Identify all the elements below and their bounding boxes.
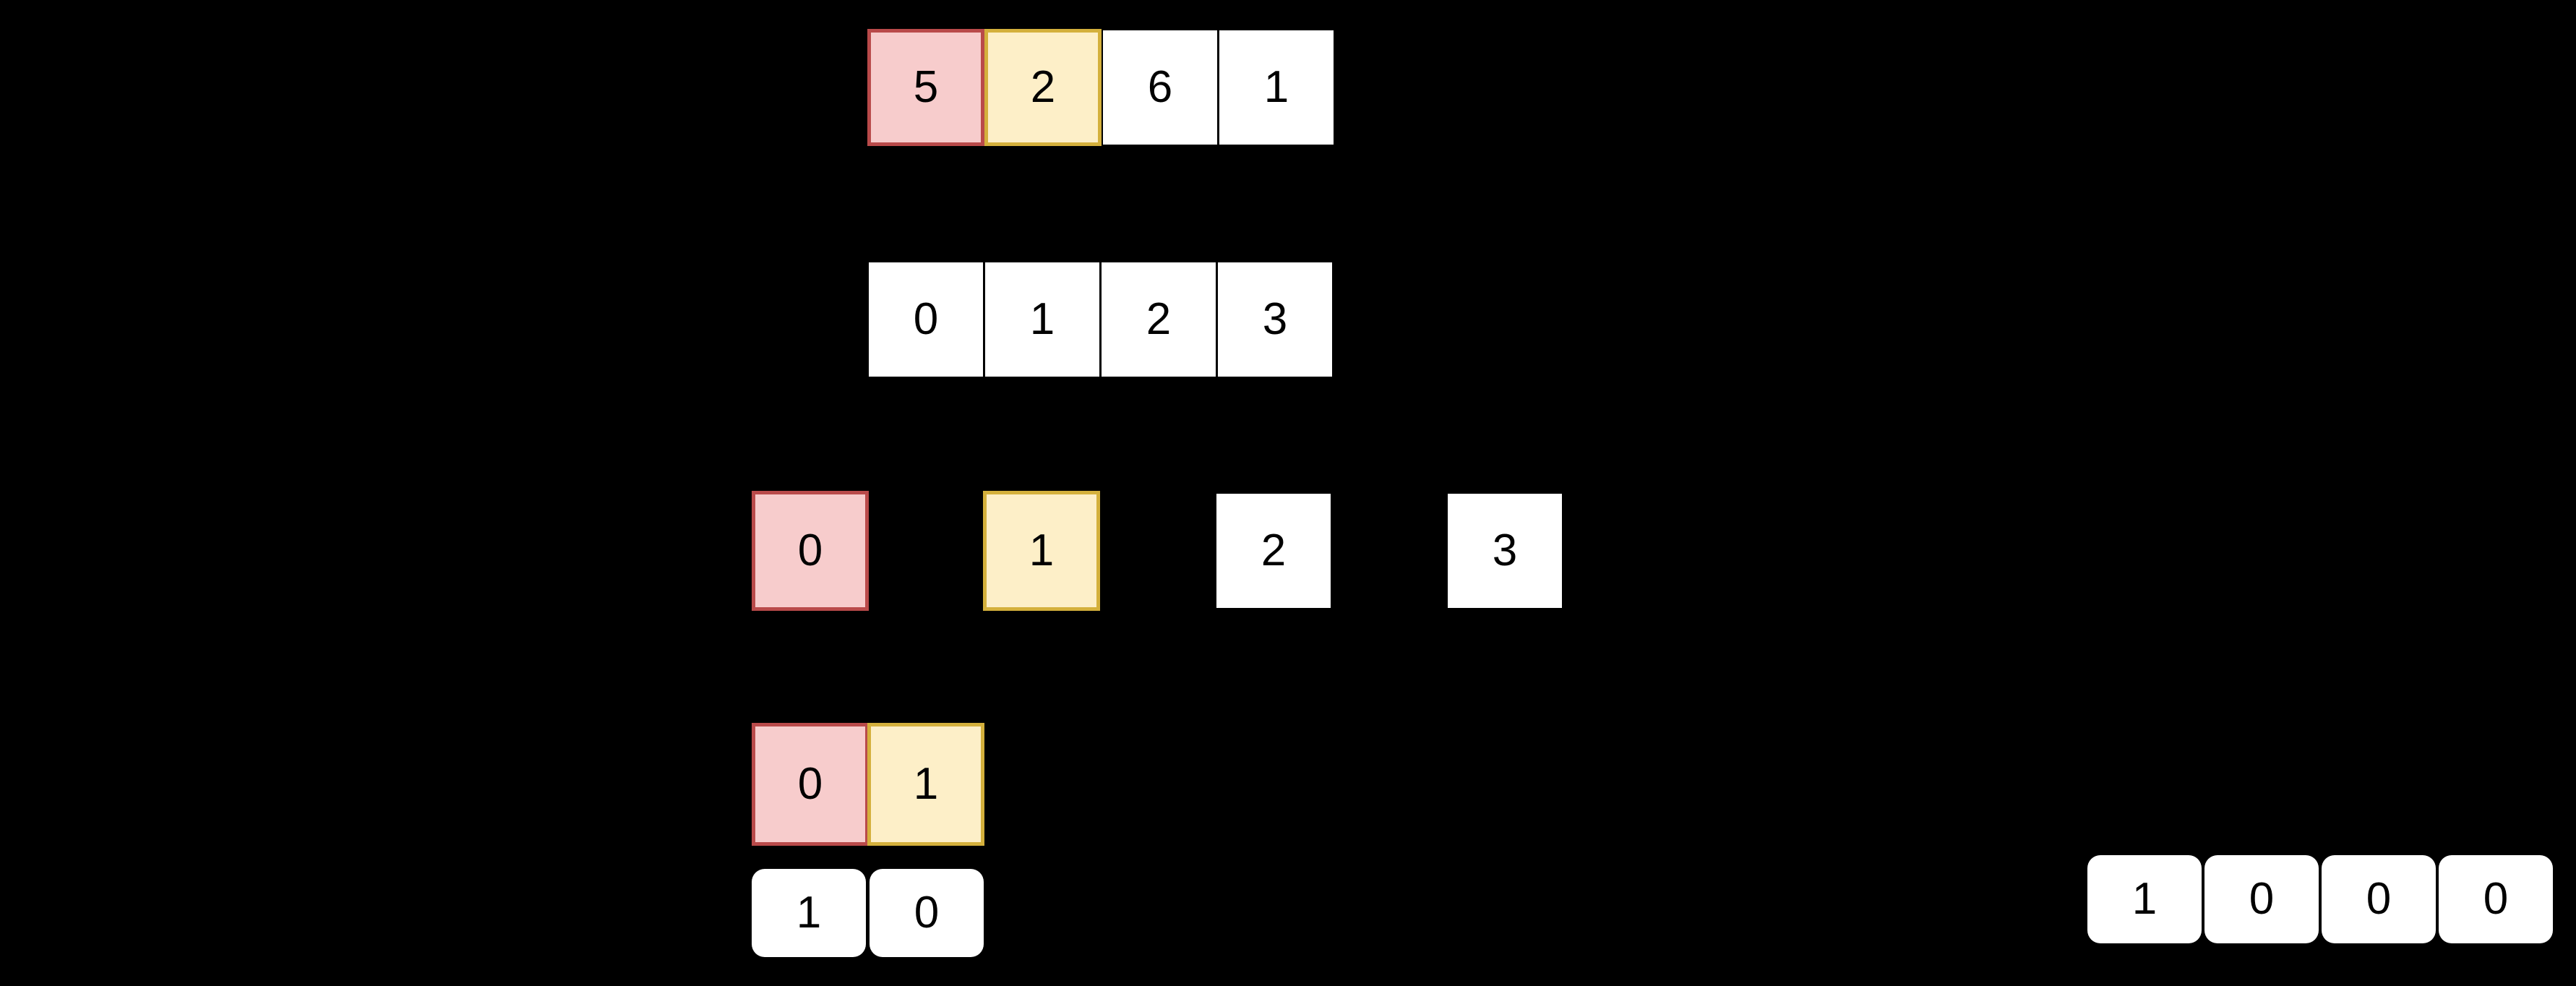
row1-cell-3-label: 1: [1263, 62, 1289, 112]
row2-cell-3[interactable]: 3: [1218, 262, 1332, 377]
row4-cell-1-label: 1: [913, 759, 939, 809]
row3-cell-3[interactable]: 3: [1448, 494, 1562, 608]
row1-cell-1[interactable]: 2: [984, 29, 1102, 146]
row2-cell-1[interactable]: 1: [985, 262, 1099, 377]
row1-cell-1-label: 2: [1030, 62, 1056, 112]
row1-cell-2[interactable]: 6: [1103, 30, 1217, 145]
row3-cell-3-label: 3: [1492, 526, 1518, 575]
row4-cell-1[interactable]: 1: [867, 723, 984, 846]
row2-cell-1-label: 1: [1029, 294, 1055, 344]
row6-cell-3[interactable]: 0: [2439, 855, 2553, 943]
row3-cell-0[interactable]: 0: [752, 491, 869, 611]
row6-cell-2-label: 0: [2366, 874, 2392, 924]
row1-cell-3[interactable]: 1: [1219, 30, 1334, 145]
row3-cell-0-label: 0: [797, 526, 823, 575]
row2-cell-3-label: 3: [1262, 294, 1288, 344]
row3-cell-1[interactable]: 1: [983, 491, 1100, 611]
row4-cell-0-label: 0: [797, 759, 823, 809]
row5-cell-0-label: 1: [796, 888, 822, 938]
row3-cell-1-label: 1: [1029, 526, 1055, 575]
row5-cell-1[interactable]: 0: [870, 869, 984, 957]
row4-cell-0[interactable]: 0: [752, 723, 869, 846]
row5-cell-0[interactable]: 1: [752, 869, 866, 957]
row1-cell-0-label: 5: [913, 62, 939, 112]
row5-cell-1-label: 0: [914, 888, 940, 938]
row2-cell-2-label: 2: [1146, 294, 1172, 344]
row6-cell-0-label: 1: [2131, 874, 2158, 924]
row1-cell-0[interactable]: 5: [867, 29, 984, 146]
row3-cell-2-label: 2: [1261, 526, 1287, 575]
row2-cell-2[interactable]: 2: [1102, 262, 1216, 377]
row6-cell-1-label: 0: [2249, 874, 2275, 924]
row3-cell-2[interactable]: 2: [1216, 494, 1331, 608]
row2-cell-0[interactable]: 0: [869, 262, 983, 377]
row6-cell-1[interactable]: 0: [2204, 855, 2319, 943]
row2-cell-0-label: 0: [913, 294, 939, 344]
row6-cell-3-label: 0: [2483, 874, 2509, 924]
row6-cell-0[interactable]: 1: [2087, 855, 2202, 943]
row1-cell-2-label: 6: [1147, 62, 1173, 112]
row6-cell-2[interactable]: 0: [2322, 855, 2436, 943]
